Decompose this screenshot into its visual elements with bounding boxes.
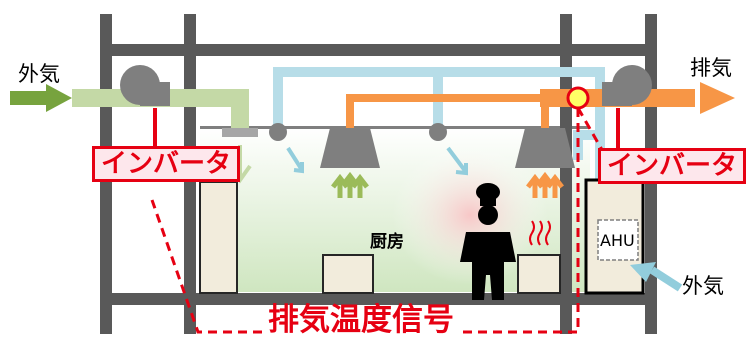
supply-fan-body xyxy=(140,82,170,106)
air-outlet-icon xyxy=(429,123,447,141)
counter-left xyxy=(322,254,374,294)
chef-icon xyxy=(460,183,516,300)
supply-diffuser xyxy=(222,128,258,137)
exhaust-hood-icon xyxy=(515,128,575,168)
signal-to-inverter xyxy=(576,107,607,156)
ceiling xyxy=(200,126,590,129)
exhaust-label: 排気 xyxy=(690,56,732,80)
outside-air-label-right: 外気 xyxy=(682,274,724,298)
inverter-label-left: インバータ xyxy=(92,146,241,182)
blue-air-arrow xyxy=(446,146,468,176)
ahu-label: AHU xyxy=(600,231,635,250)
outside-air-label-left: 外気 xyxy=(18,62,60,86)
blue-air-arrow xyxy=(286,146,304,174)
exhaust-arrowhead xyxy=(700,82,735,114)
outside-air-arrowhead-left xyxy=(46,84,72,112)
heat-icon xyxy=(529,220,551,246)
green-rising-arrows xyxy=(331,171,369,198)
inverter-label-right: インバータ xyxy=(598,148,747,184)
exhaust-duct xyxy=(346,94,590,128)
storage-cabinet xyxy=(199,181,238,294)
ahu-label-box xyxy=(597,219,639,261)
air-outlet-icon xyxy=(269,123,287,141)
temperature-sensor xyxy=(566,86,590,110)
stove xyxy=(517,254,561,294)
exhaust-hood-icon xyxy=(320,128,380,168)
orange-rising-arrows xyxy=(526,171,564,198)
exhaust-fan-body xyxy=(602,82,632,106)
kitchen-label: 厨房 xyxy=(370,232,404,252)
outside-air-arrow-right xyxy=(649,266,683,292)
outside-air-arrowhead-right xyxy=(630,262,656,282)
exhaust-temp-signal-label: 排気温度信号 xyxy=(262,305,460,336)
